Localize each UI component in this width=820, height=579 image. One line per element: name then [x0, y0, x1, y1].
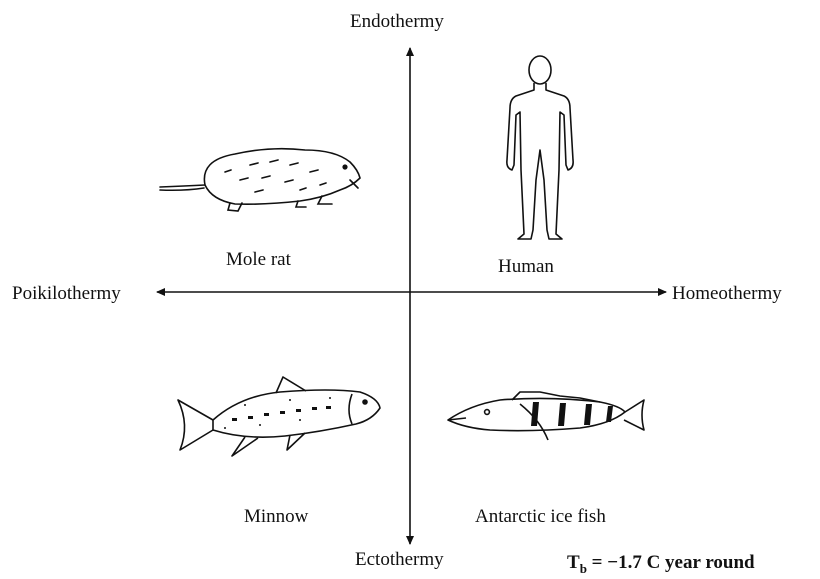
quadrant-label-human: Human [498, 257, 554, 276]
ice-fish-icon [448, 392, 644, 440]
axis-label-left: Poikilothermy [12, 284, 121, 303]
human-icon [507, 56, 573, 239]
note-text: = −1.7 C year round [587, 552, 755, 573]
quadrant-label-mole-rat: Mole rat [226, 250, 291, 269]
axis-label-top: Endothermy [350, 12, 444, 31]
mole-rat-icon [160, 149, 360, 211]
axis-label-bottom: Ectothermy [355, 550, 444, 569]
note-subscript: b [580, 561, 587, 576]
quadrant-label-ice-fish: Antarctic ice fish [475, 507, 606, 526]
body-temperature-note: Tb = −1.7 C year round [567, 553, 755, 575]
quadrant-label-minnow: Minnow [244, 507, 308, 526]
axis-label-right: Homeothermy [672, 284, 782, 303]
note-symbol: T [567, 552, 580, 573]
minnow-icon [178, 377, 380, 456]
